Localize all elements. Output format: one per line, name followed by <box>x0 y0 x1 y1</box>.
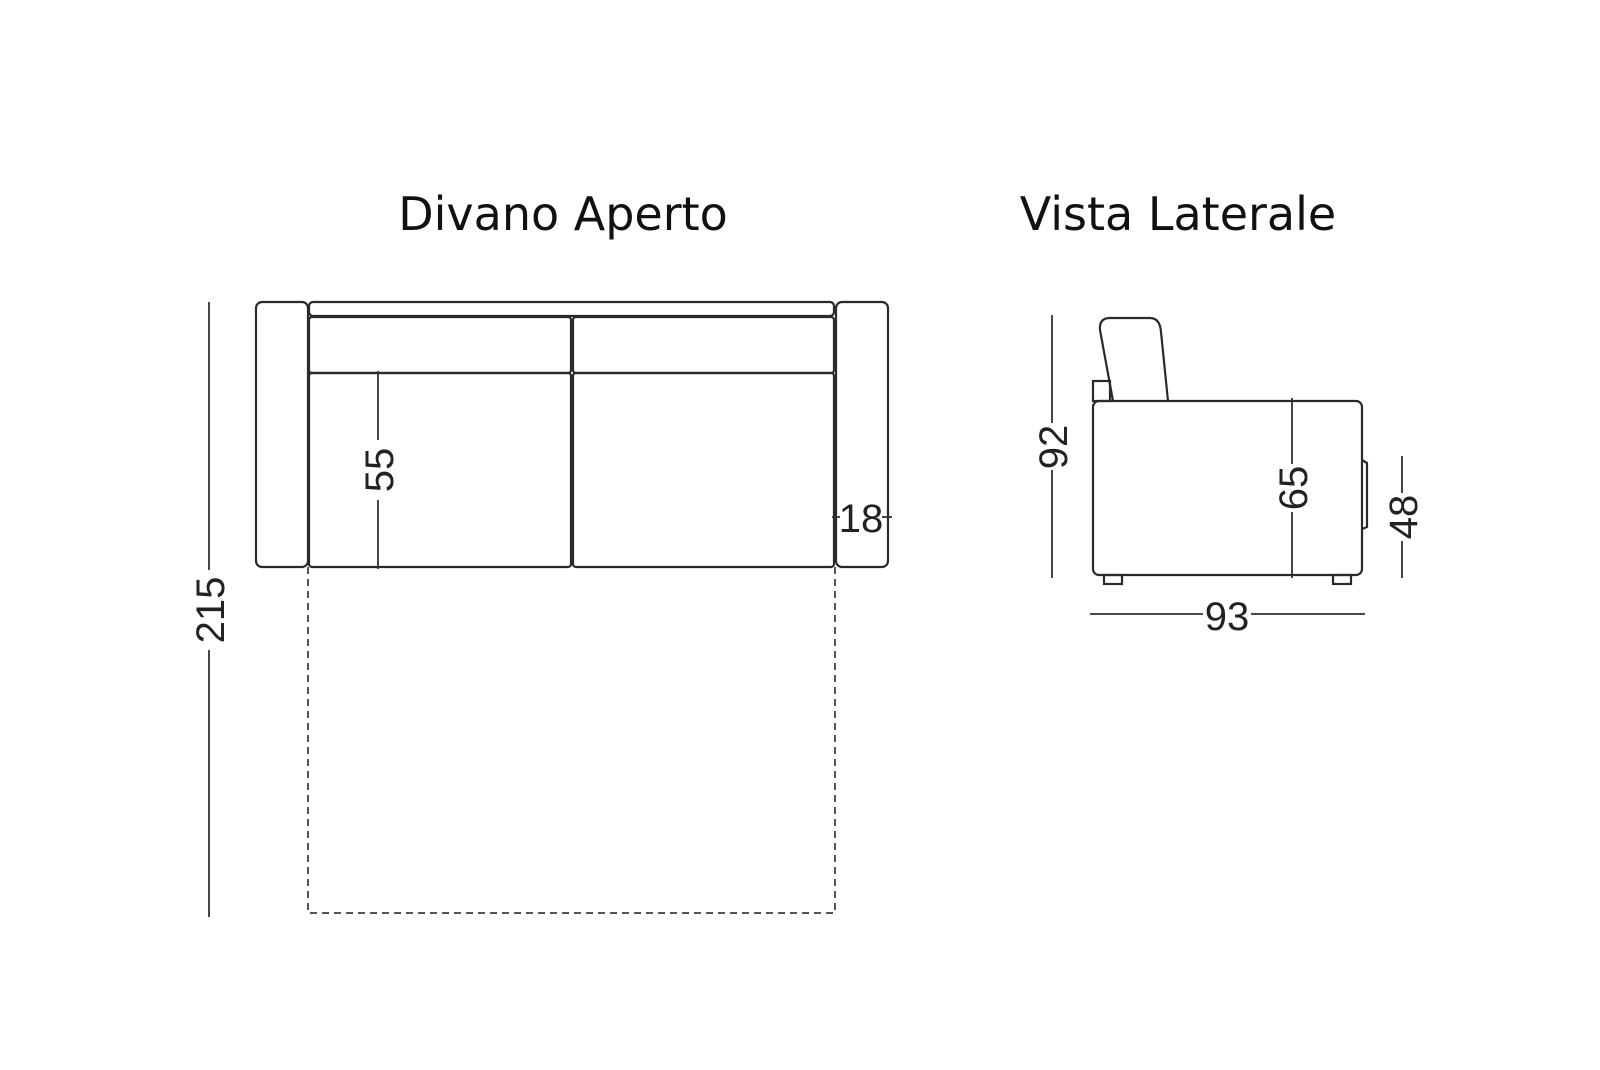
side-view: 92 65 48 93 <box>1032 315 1426 639</box>
backrest-top <box>307 300 836 318</box>
open-bed-outline <box>307 567 836 914</box>
title-side-view: Vista Laterale <box>1020 187 1336 241</box>
dim-open-depth: 215 <box>189 577 233 644</box>
seat-cushion-left <box>307 371 573 569</box>
dim-seat-height: 48 <box>1382 495 1426 540</box>
sofa-body <box>1091 399 1364 577</box>
title-open-sofa: Divano Aperto <box>398 187 728 241</box>
dim-side-depth: 93 <box>1205 595 1250 639</box>
back-cushion-left <box>307 315 573 375</box>
dim-arm-height: 65 <box>1272 466 1316 511</box>
back-block <box>1091 379 1112 403</box>
dim-arm-width: 18 <box>839 497 884 541</box>
top-view: 215 55 18 <box>189 300 892 917</box>
dim-total-height: 92 <box>1032 425 1076 470</box>
seat-cushion-right <box>571 371 836 569</box>
back-cushion-right <box>571 315 836 375</box>
right-armrest <box>834 300 890 569</box>
front-foot <box>1102 573 1124 586</box>
dim-seat-depth: 55 <box>358 448 402 493</box>
rear-foot <box>1331 573 1353 586</box>
backrest-profile <box>1098 316 1170 402</box>
side-bump <box>1361 459 1369 531</box>
left-armrest <box>254 300 310 569</box>
